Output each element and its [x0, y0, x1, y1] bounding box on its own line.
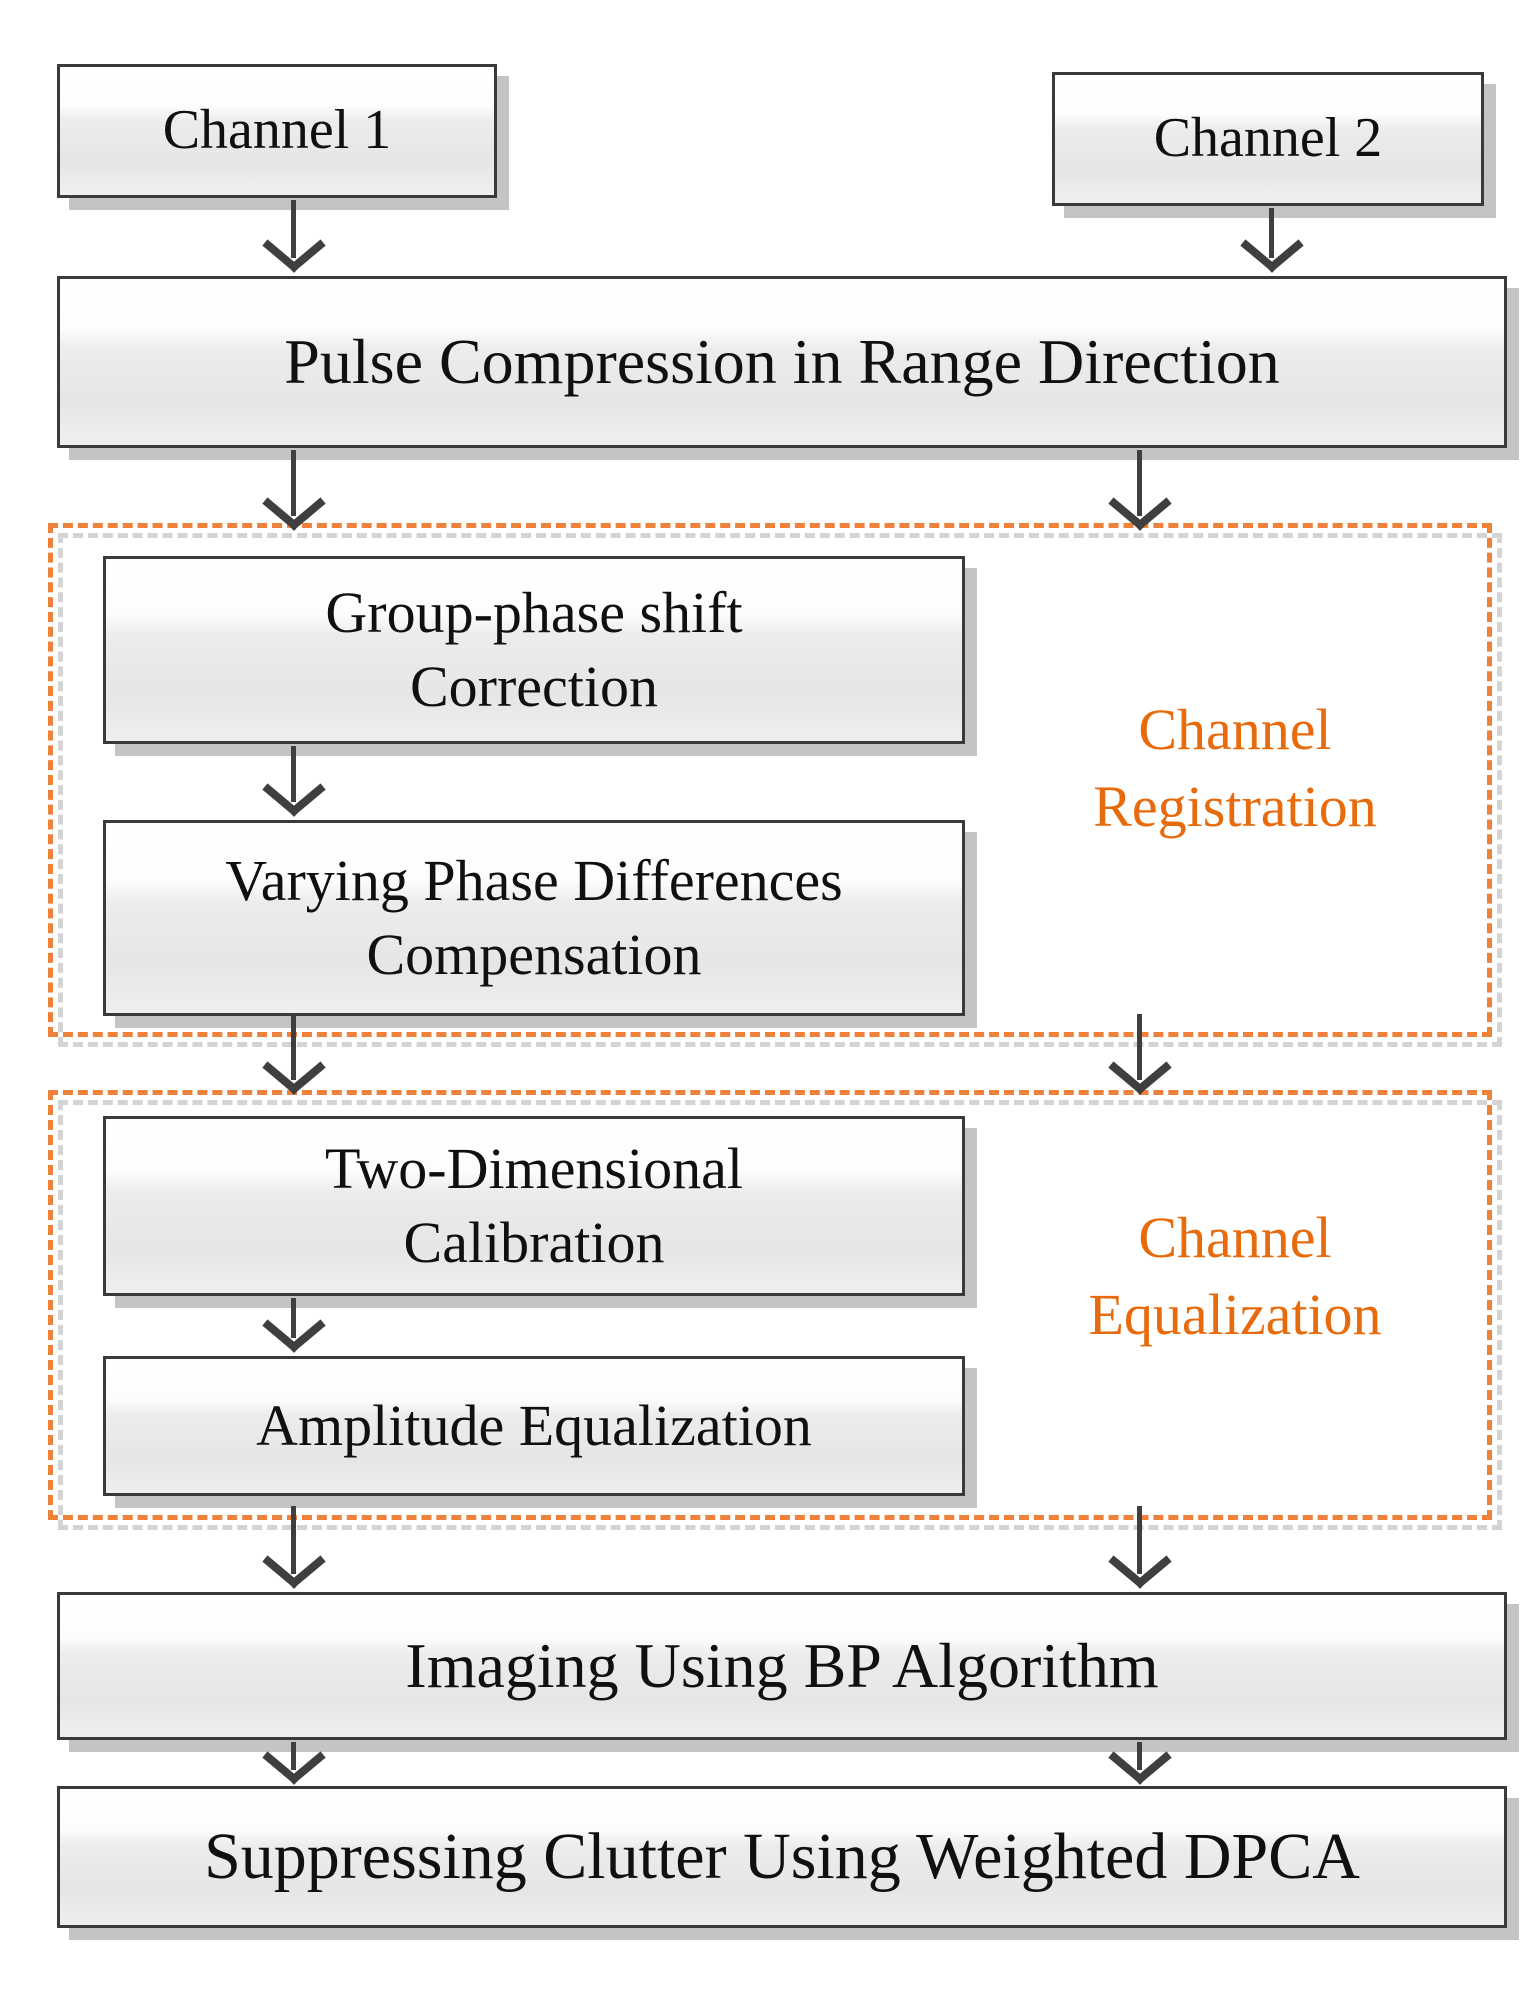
group-label-line: Channel — [1138, 697, 1332, 762]
arrow-down-icon — [262, 1742, 326, 1786]
arrow-down-icon — [1108, 1014, 1172, 1096]
node-label-line: Imaging Using BP Algorithm — [405, 1630, 1159, 1702]
node-varying-phase-differences-compensation: Varying Phase Differences Compensation — [103, 820, 965, 1016]
arrow-down-icon — [1108, 1506, 1172, 1590]
arrow-head — [1108, 1556, 1172, 1590]
arrow-head — [262, 240, 326, 274]
channel-equalization-group-shadow — [58, 1100, 1502, 1530]
arrow-head — [1108, 498, 1172, 532]
arrow-down-icon — [262, 1506, 326, 1590]
channel-registration-group-box — [48, 523, 1492, 1037]
node-label-line: Channel 1 — [162, 99, 392, 162]
node-suppressing-clutter-dpca: Suppressing Clutter Using Weighted DPCA — [57, 1786, 1507, 1928]
channel-equalization-group-box — [48, 1090, 1492, 1520]
arrow-stem — [291, 1506, 296, 1574]
arrow-stem — [1137, 450, 1142, 516]
node-pulse-compression: Pulse Compression in Range Direction — [57, 276, 1507, 448]
arrow-stem — [291, 1014, 296, 1080]
node-label-line: Calibration — [403, 1210, 665, 1275]
group-label-line: Equalization — [1088, 1281, 1382, 1347]
node-label-line: Compensation — [366, 922, 702, 987]
arrow-down-icon — [1240, 208, 1304, 274]
arrow-down-icon — [262, 1014, 326, 1096]
arrow-head — [1108, 1752, 1172, 1786]
node-label-line: Two-Dimensional — [325, 1135, 743, 1201]
arrow-stem — [1269, 208, 1274, 258]
arrow-head — [262, 784, 326, 818]
arrow-stem — [291, 746, 296, 802]
arrow-head — [262, 498, 326, 532]
arrow-down-icon — [262, 200, 326, 274]
node-label-line: Amplitude Equalization — [256, 1392, 812, 1458]
node-amplitude-equalization: Amplitude Equalization — [103, 1356, 965, 1496]
arrow-head — [1108, 1062, 1172, 1096]
node-two-dimensional-calibration: Two-Dimensional Calibration — [103, 1116, 965, 1296]
node-label-line: Channel 2 — [1153, 107, 1383, 170]
arrow-head — [1240, 240, 1304, 274]
node-label-line: Group-phase shift — [325, 579, 743, 645]
node-label-line: Varying Phase Differences — [225, 847, 843, 913]
arrow-stem — [291, 1298, 296, 1338]
node-label-line: Suppressing Clutter Using Weighted DPCA — [204, 1819, 1360, 1893]
arrow-stem — [1137, 1506, 1142, 1574]
node-group-phase-shift-correction: Group-phase shift Correction — [103, 556, 965, 744]
group-label-line: Registration — [1093, 773, 1377, 839]
arrow-stem — [291, 200, 296, 258]
arrow-down-icon — [262, 746, 326, 818]
arrow-stem — [291, 450, 296, 516]
arrow-head — [262, 1556, 326, 1590]
group-label-line: Channel — [1138, 1205, 1332, 1270]
arrow-down-icon — [1108, 1742, 1172, 1786]
group-label-channel-registration: Channel Registration — [985, 692, 1485, 845]
arrow-head — [262, 1752, 326, 1786]
arrow-down-icon — [262, 450, 326, 532]
node-label-line: Correction — [409, 654, 659, 719]
group-label-channel-equalization: Channel Equalization — [985, 1200, 1485, 1353]
node-label-line: Pulse Compression in Range Direction — [284, 326, 1280, 398]
node-channel-1: Channel 1 — [57, 64, 497, 198]
arrow-down-icon — [262, 1298, 326, 1354]
arrow-stem — [1137, 1014, 1142, 1080]
channel-registration-group-shadow — [58, 533, 1502, 1047]
arrow-head — [262, 1320, 326, 1354]
node-imaging-bp-algorithm: Imaging Using BP Algorithm — [57, 1592, 1507, 1740]
arrow-head — [262, 1062, 326, 1096]
arrow-down-icon — [1108, 450, 1172, 532]
node-channel-2: Channel 2 — [1052, 72, 1484, 206]
